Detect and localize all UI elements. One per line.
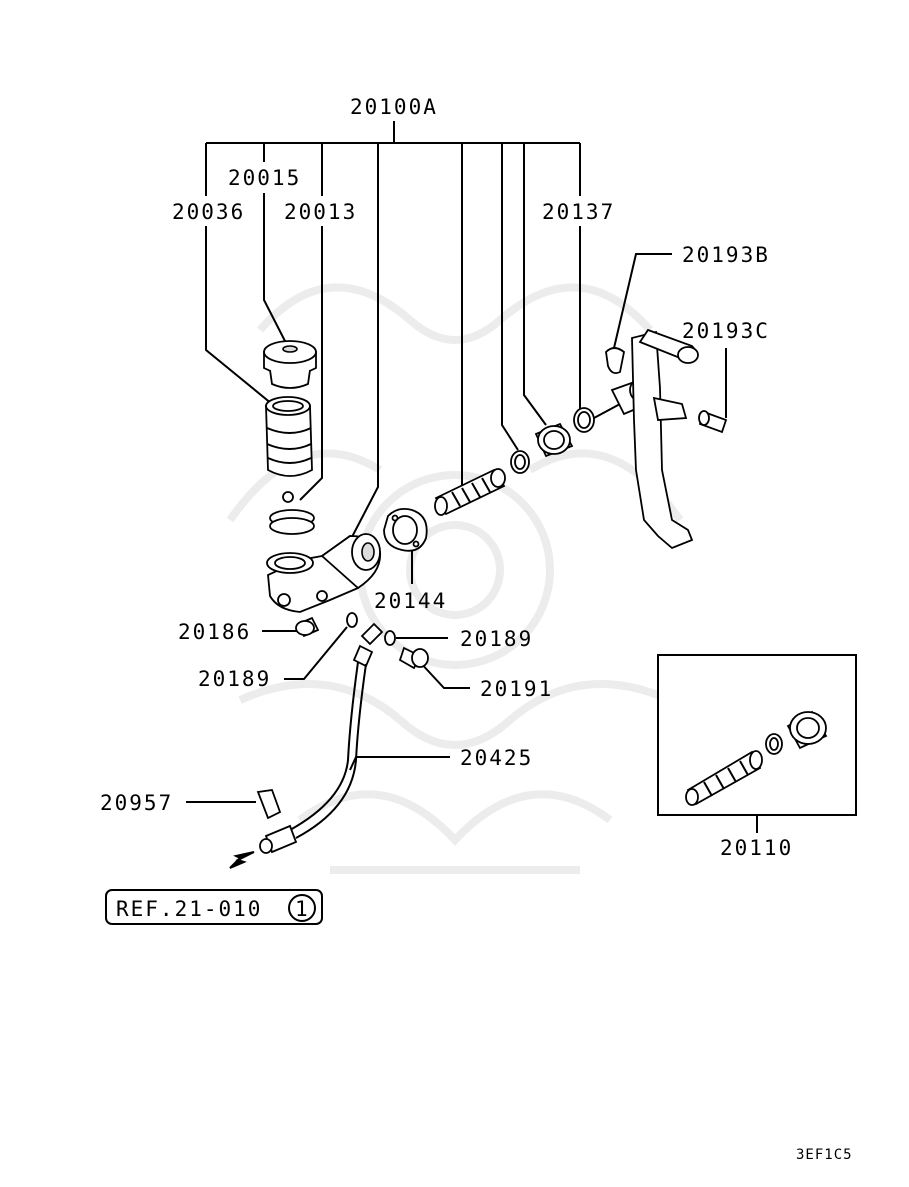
reservoir-part bbox=[265, 396, 313, 477]
eye-bolt-part bbox=[398, 646, 429, 670]
reference-arrow-icon bbox=[229, 851, 255, 869]
label-20189-right: 20189 bbox=[460, 627, 533, 651]
piston-part bbox=[434, 468, 506, 516]
label-20189-left: 20189 bbox=[198, 667, 271, 691]
clutch-hose-part bbox=[259, 622, 384, 854]
reference-box[interactable]: REF.21-010 1 bbox=[105, 889, 323, 925]
figure-code: 3EF1C5 bbox=[796, 1147, 853, 1163]
reference-circle-number: 1 bbox=[295, 897, 308, 921]
label-20191: 20191 bbox=[480, 677, 553, 701]
hose-clip-part bbox=[256, 789, 282, 820]
label-20957: 20957 bbox=[100, 791, 173, 815]
label-20193C: 20193C bbox=[682, 319, 770, 343]
label-20144: 20144 bbox=[374, 589, 447, 613]
label-20015: 20015 bbox=[228, 166, 301, 190]
bolt-20186-part bbox=[295, 616, 320, 638]
push-rod-seal-part bbox=[573, 407, 595, 433]
hose-clamp-part bbox=[269, 491, 315, 535]
snap-ring-part bbox=[510, 450, 530, 474]
washer-right-part bbox=[384, 630, 396, 646]
label-20425: 20425 bbox=[460, 746, 533, 770]
reference-text: REF.21-010 bbox=[116, 897, 262, 921]
boot-part bbox=[534, 422, 574, 458]
master-cylinder-body-part bbox=[266, 533, 381, 613]
reservoir-cap-part bbox=[263, 340, 317, 389]
label-20110: 20110 bbox=[720, 836, 793, 860]
label-20193B: 20193B bbox=[682, 243, 770, 267]
gasket-part bbox=[383, 507, 428, 552]
label-20100A: 20100A bbox=[350, 95, 438, 119]
clutch-pedal-part bbox=[631, 328, 699, 550]
clevis-pin-part bbox=[698, 410, 728, 434]
washer-left-part bbox=[346, 612, 358, 628]
clip-part bbox=[605, 347, 625, 375]
label-20186: 20186 bbox=[178, 620, 251, 644]
repair-kit-box bbox=[657, 654, 857, 816]
label-20013: 20013 bbox=[284, 200, 357, 224]
label-20137: 20137 bbox=[542, 200, 615, 224]
label-20036: 20036 bbox=[172, 200, 245, 224]
reference-circle bbox=[288, 894, 316, 922]
